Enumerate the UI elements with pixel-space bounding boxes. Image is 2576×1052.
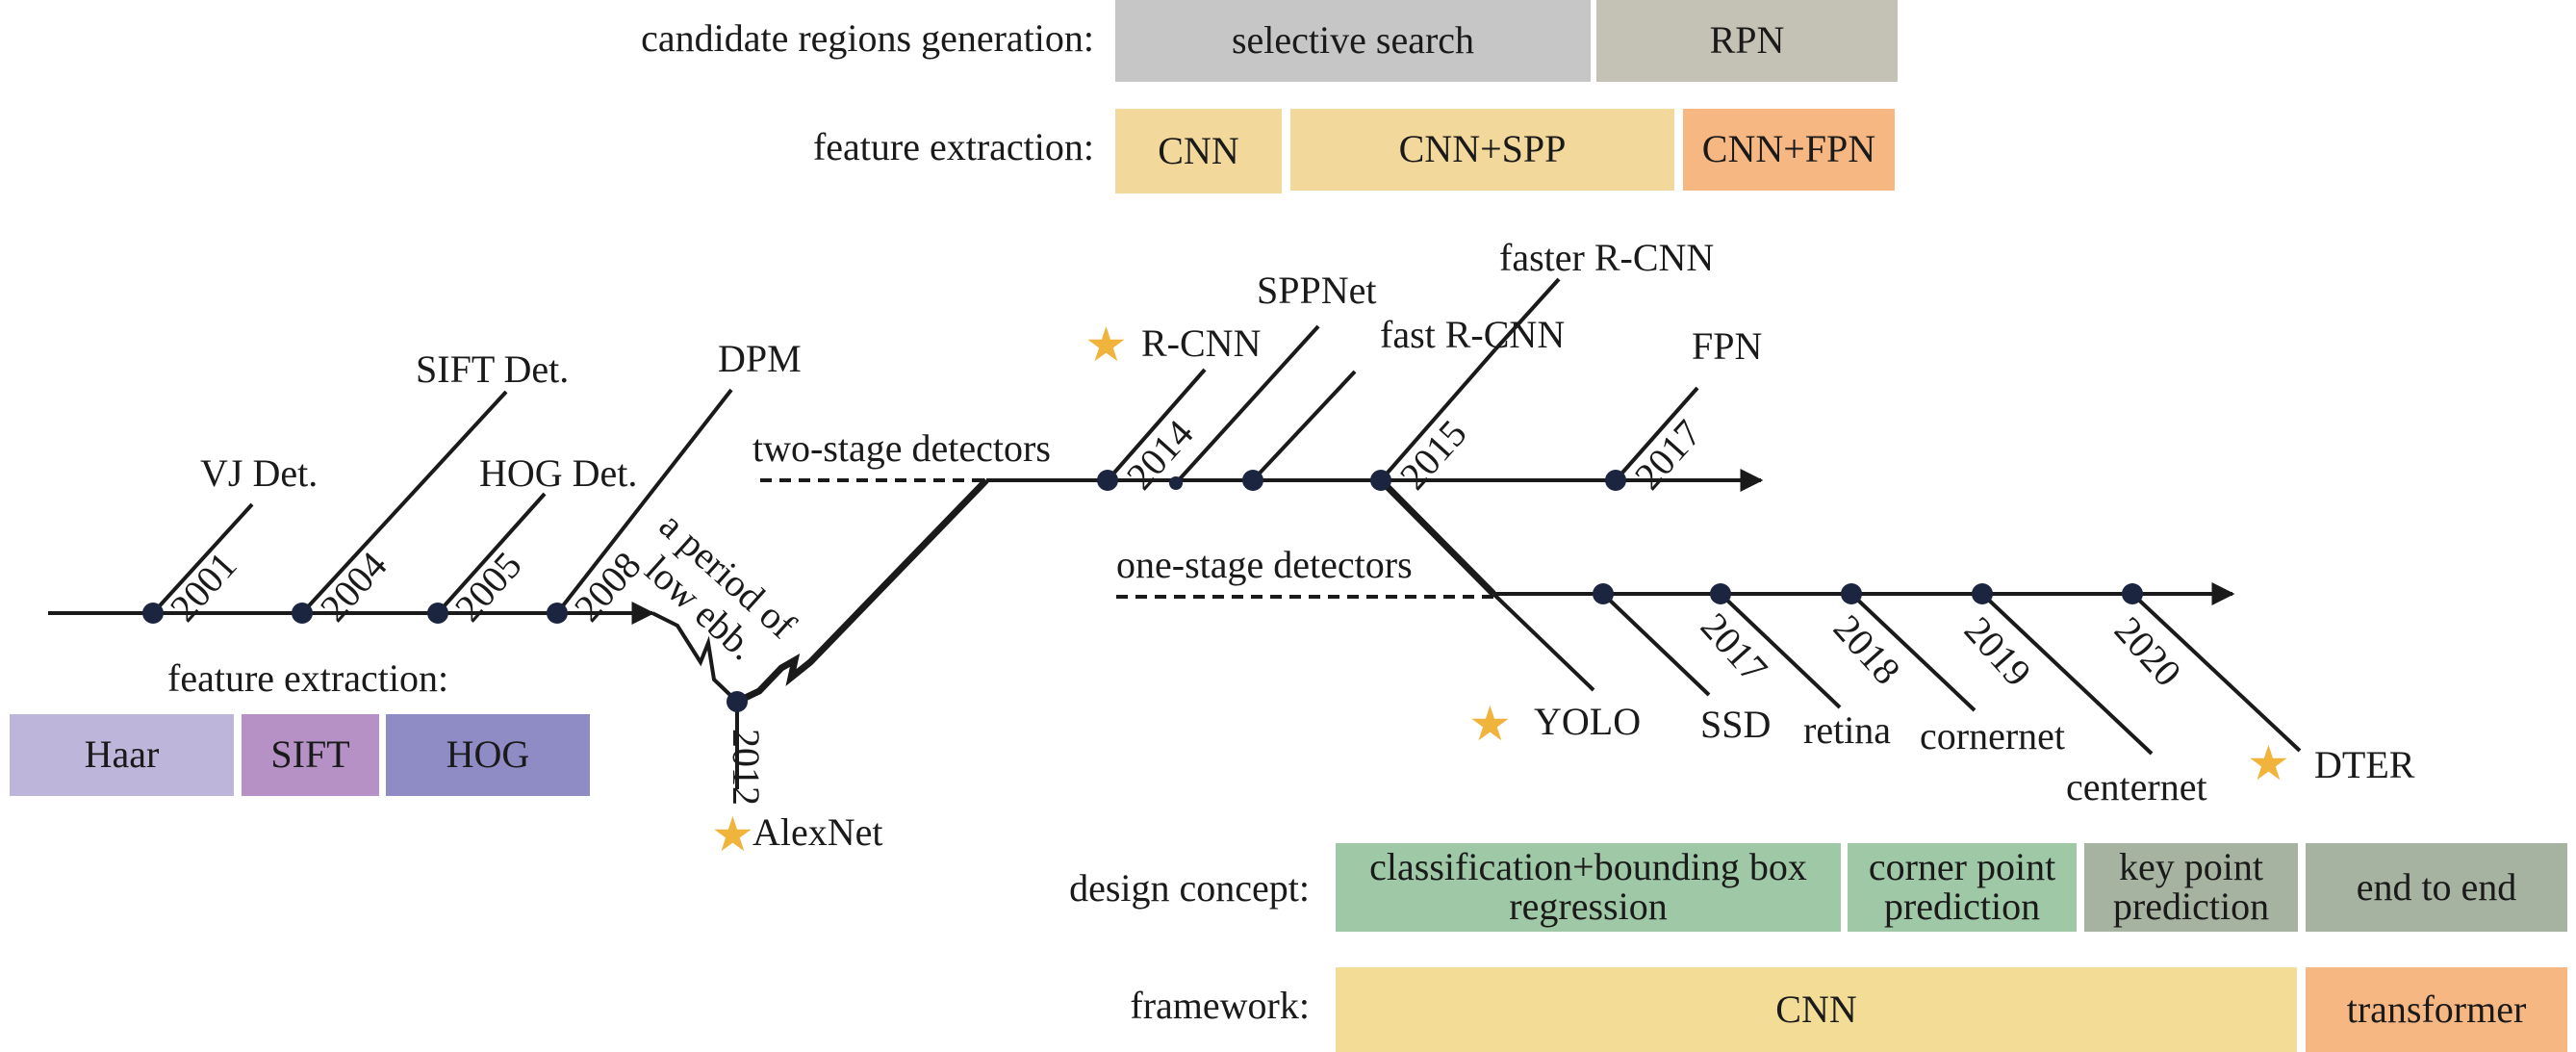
- centernet-label: centernet: [2066, 765, 2207, 808]
- candidate-regions-label: candidate regions generation:: [641, 16, 1094, 60]
- rpn-box: RPN: [1596, 0, 1898, 82]
- end-to-end-box: end to end: [2306, 843, 2567, 932]
- yolo-star-icon: ★: [1468, 697, 1512, 751]
- feature-extraction-label-top: feature extraction:: [812, 125, 1094, 168]
- yolo-label: YOLO: [1534, 700, 1642, 743]
- cornernet-label: cornernet: [1920, 714, 2066, 757]
- feature-extraction-label-left: feature extraction:: [167, 656, 449, 700]
- haar-box: Haar: [10, 714, 234, 796]
- one-stage-detectors-label: one-stage detectors: [1116, 543, 1413, 586]
- dter-star-icon: ★: [2247, 736, 2290, 790]
- framework-cnn-box: CNN: [1336, 967, 2297, 1052]
- dpm-label: DPM: [718, 337, 802, 380]
- rcnn-star-icon: ★: [1084, 318, 1128, 372]
- classification-regression-box: classification+bounding box regression: [1336, 843, 1841, 932]
- dter-label: DTER: [2314, 743, 2415, 786]
- key-point-box: key point prediction: [2084, 843, 2298, 932]
- cnn-feature-box: CNN: [1115, 109, 1282, 193]
- cnn-fpn-box: CNN+FPN: [1683, 109, 1895, 191]
- hog-det-label: HOG Det.: [479, 451, 638, 495]
- selective-search-box: selective search: [1115, 0, 1591, 82]
- alexnet-label: AlexNet: [752, 810, 883, 854]
- vj-det-label: VJ Det.: [200, 451, 319, 495]
- fpn-label: FPN: [1692, 324, 1763, 368]
- fast-rcnn-label: fast R-CNN: [1380, 313, 1566, 356]
- sift-det-label: SIFT Det.: [416, 347, 570, 391]
- framework-transformer-box: transformer: [2306, 967, 2567, 1052]
- framework-label: framework:: [1130, 984, 1310, 1027]
- rcnn-label: R-CNN: [1141, 321, 1262, 365]
- corner-point-box: corner point prediction: [1848, 843, 2077, 932]
- retina-label: retina: [1803, 708, 1892, 752]
- two-stage-detectors-label: two-stage detectors: [752, 426, 1051, 470]
- sift-box: SIFT: [242, 714, 379, 796]
- ssd-label: SSD: [1700, 703, 1772, 746]
- design-concept-label: design concept:: [1069, 866, 1310, 910]
- year-2012: 2012: [725, 729, 768, 806]
- sppnet-label: SPPNet: [1257, 269, 1377, 312]
- cnn-spp-box: CNN+SPP: [1290, 109, 1674, 191]
- hog-box: HOG: [386, 714, 590, 796]
- faster-rcnn-label: faster R-CNN: [1499, 236, 1715, 279]
- alexnet-star-icon: ★: [711, 808, 754, 861]
